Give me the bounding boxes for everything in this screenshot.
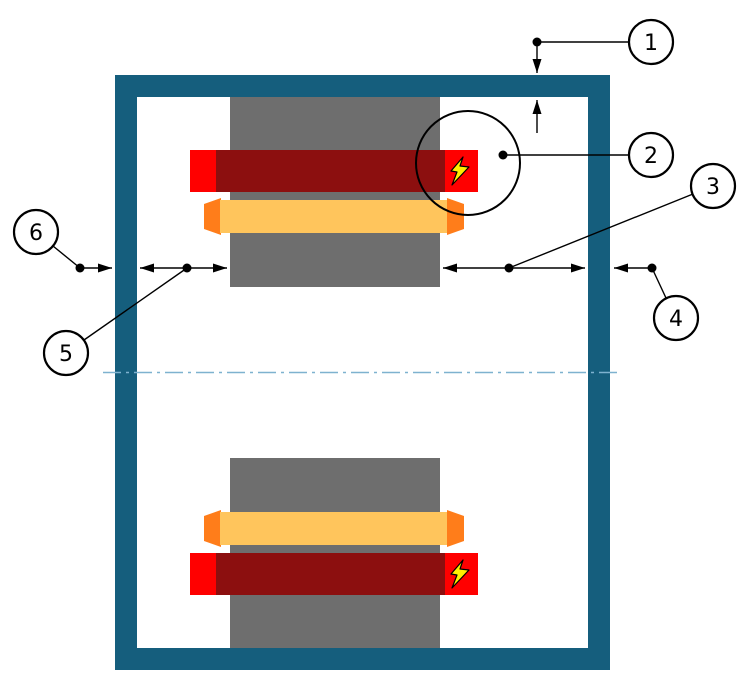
leader-4-anchor-dot	[647, 263, 657, 273]
lightning-bolt-icon	[450, 559, 470, 589]
leader-1-anchor-dot	[532, 37, 542, 47]
leader-6-anchor-dot	[75, 263, 85, 273]
callout-3-label: 3	[706, 175, 720, 200]
upper-amber-bar-left-cap	[204, 198, 221, 235]
callout-3: 3	[689, 162, 737, 210]
callout-3-bubble	[689, 162, 737, 210]
upper-red-winding-body	[216, 150, 445, 192]
upper-amber-bar-body	[220, 200, 448, 233]
upper-amber-bar-right-cap	[447, 198, 464, 235]
leader-3-anchor-dot	[504, 263, 514, 273]
upper-amber-bar	[204, 198, 464, 235]
lower-assembly	[190, 458, 478, 648]
lower-red-winding-left-cap	[190, 553, 216, 595]
callout-4: 4	[652, 294, 700, 342]
callout-bubbles: 1 2 3 4 5 6	[12, 18, 737, 377]
leader-6	[52, 245, 81, 269]
lower-amber-bar-left-cap	[204, 510, 221, 547]
lower-amber-bar-right-cap	[447, 510, 464, 547]
callout-4-label: 4	[669, 307, 683, 332]
callout-5-label: 5	[59, 342, 73, 367]
detail-highlight-circle	[415, 110, 521, 216]
upper-red-winding-left-cap	[190, 150, 216, 192]
lower-amber-bar	[204, 510, 464, 547]
dimension-lines	[80, 42, 652, 273]
callout-4-bubble	[652, 294, 700, 342]
leader-4	[651, 267, 667, 299]
lower-red-winding	[190, 553, 478, 595]
leader-2-anchor-dot	[498, 150, 508, 160]
callout-2-label: 2	[644, 144, 658, 169]
leader-lines	[52, 37, 694, 341]
lightning-bolt-icon	[450, 156, 470, 186]
callout-1: 1	[627, 18, 675, 66]
callout-6-bubble	[12, 208, 60, 256]
callout-5-bubble	[42, 329, 90, 377]
callout-5: 5	[42, 329, 90, 377]
upper-assembly	[190, 97, 478, 287]
callout-2: 2	[627, 131, 675, 179]
callout-2-bubble	[627, 131, 675, 179]
leader-5-anchor-dot	[182, 263, 192, 273]
callout-1-bubble	[627, 18, 675, 66]
leader-5	[83, 267, 188, 341]
callout-6-label: 6	[29, 221, 43, 246]
callout-1-label: 1	[644, 31, 658, 56]
lower-amber-bar-body	[220, 512, 448, 545]
upper-red-winding	[190, 150, 478, 192]
lower-red-winding-body	[216, 553, 445, 595]
callout-6: 6	[12, 208, 60, 256]
leader-3	[508, 193, 694, 269]
